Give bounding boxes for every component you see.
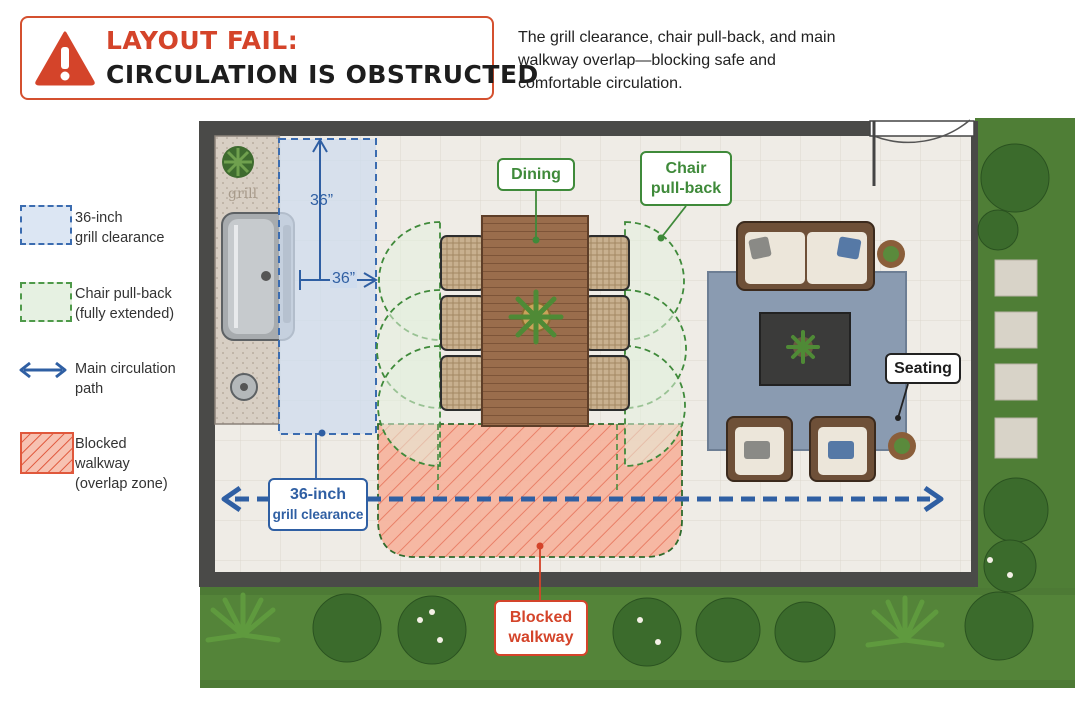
callout-leaders xyxy=(315,191,909,600)
legend-swatch-blocked xyxy=(20,432,74,474)
blocked-walkway-zone xyxy=(377,423,683,558)
dining-table xyxy=(481,215,589,427)
legend-swatch-grill-clearance xyxy=(20,205,72,245)
dining-chairs xyxy=(440,235,630,411)
alert-title: LAYOUT FAIL: xyxy=(106,26,299,55)
warning-icon xyxy=(35,31,95,86)
callout-seating: Seating xyxy=(885,353,961,384)
alert-banner xyxy=(20,16,494,100)
description-text: The grill clearance, chair pull-back, an… xyxy=(518,29,836,92)
double-arrow-icon xyxy=(19,361,67,379)
alert-subtitle: CIRCULATION IS OBSTRUCTED xyxy=(106,60,539,89)
table-centerpiece xyxy=(508,289,564,345)
spiky-plants xyxy=(205,592,945,648)
grill-clearance-zone xyxy=(278,138,377,435)
dimension-horizontal-label: 36” xyxy=(330,270,358,288)
shrubs xyxy=(312,143,1050,667)
legend-swatch-chair-pullback xyxy=(20,282,72,322)
callout-grill-clearance: 36-inch grill clearance xyxy=(268,478,368,531)
legend-label-chair-pullback: Chair pull-back(fully extended) xyxy=(75,286,175,322)
callout-dining: Dining xyxy=(497,158,575,191)
chair-pullback-zones xyxy=(376,221,687,467)
stepping-stones xyxy=(994,259,1038,459)
dimension-vertical-label: 36” xyxy=(310,192,334,209)
grill-etched-label: grill xyxy=(228,186,258,202)
